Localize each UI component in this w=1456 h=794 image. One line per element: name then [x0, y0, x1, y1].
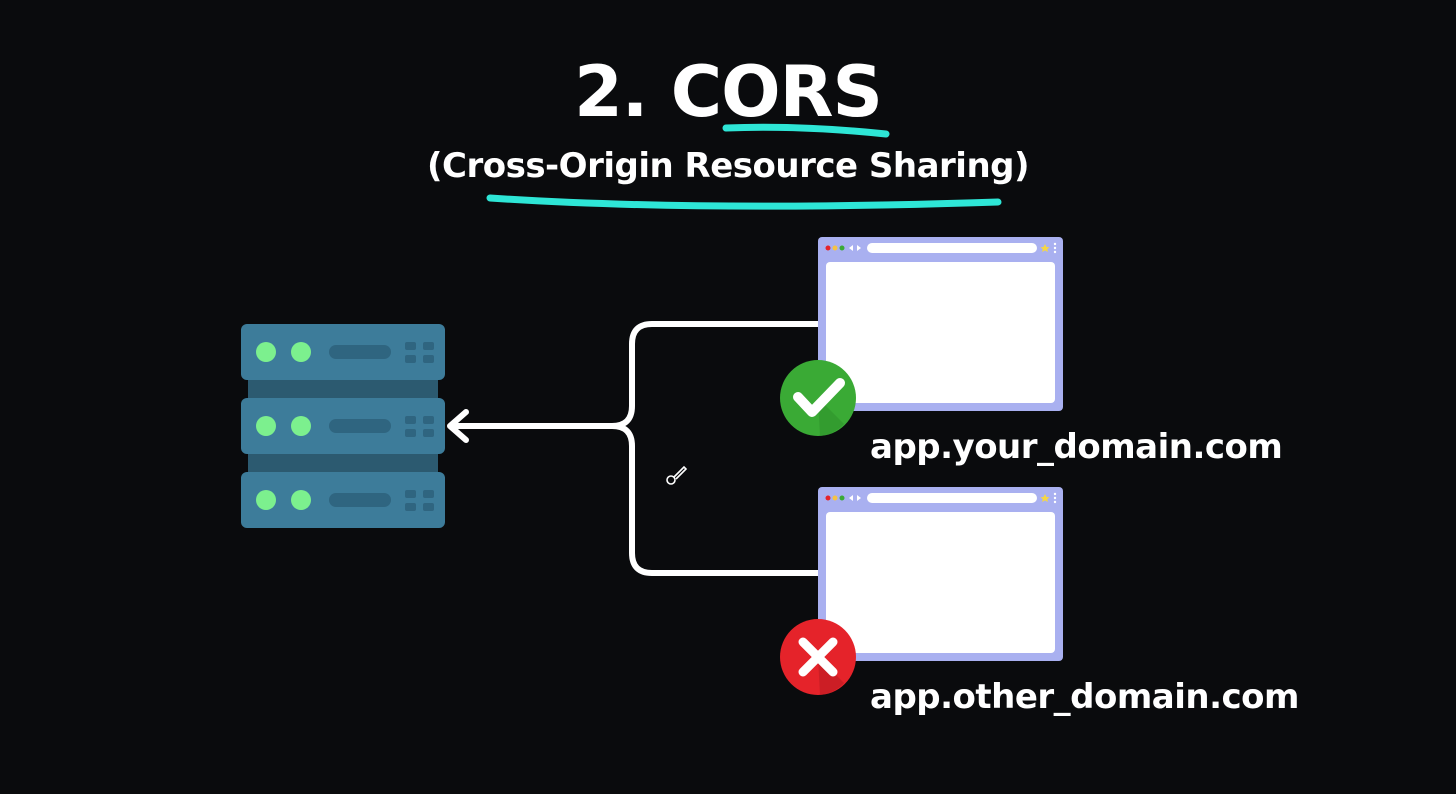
arrow-head: [447, 409, 469, 443]
server-rack-icon: [241, 324, 445, 528]
checkmark-icon: [780, 360, 856, 436]
title-underline: [722, 123, 890, 138]
cross-icon: [780, 619, 856, 695]
cursor-icon: [666, 465, 688, 485]
title: 2. CORS: [574, 51, 883, 133]
domain-label-allowed: app.your_domain.com: [870, 427, 1283, 467]
browser-window-icon: [818, 487, 1063, 661]
request-connector: [447, 321, 825, 576]
domain-label-blocked: app.other_domain.com: [870, 677, 1299, 717]
browser-window-icon: [818, 237, 1063, 411]
subtitle-underline: [486, 194, 1002, 210]
subtitle: (Cross-Origin Resource Sharing): [426, 146, 1030, 186]
